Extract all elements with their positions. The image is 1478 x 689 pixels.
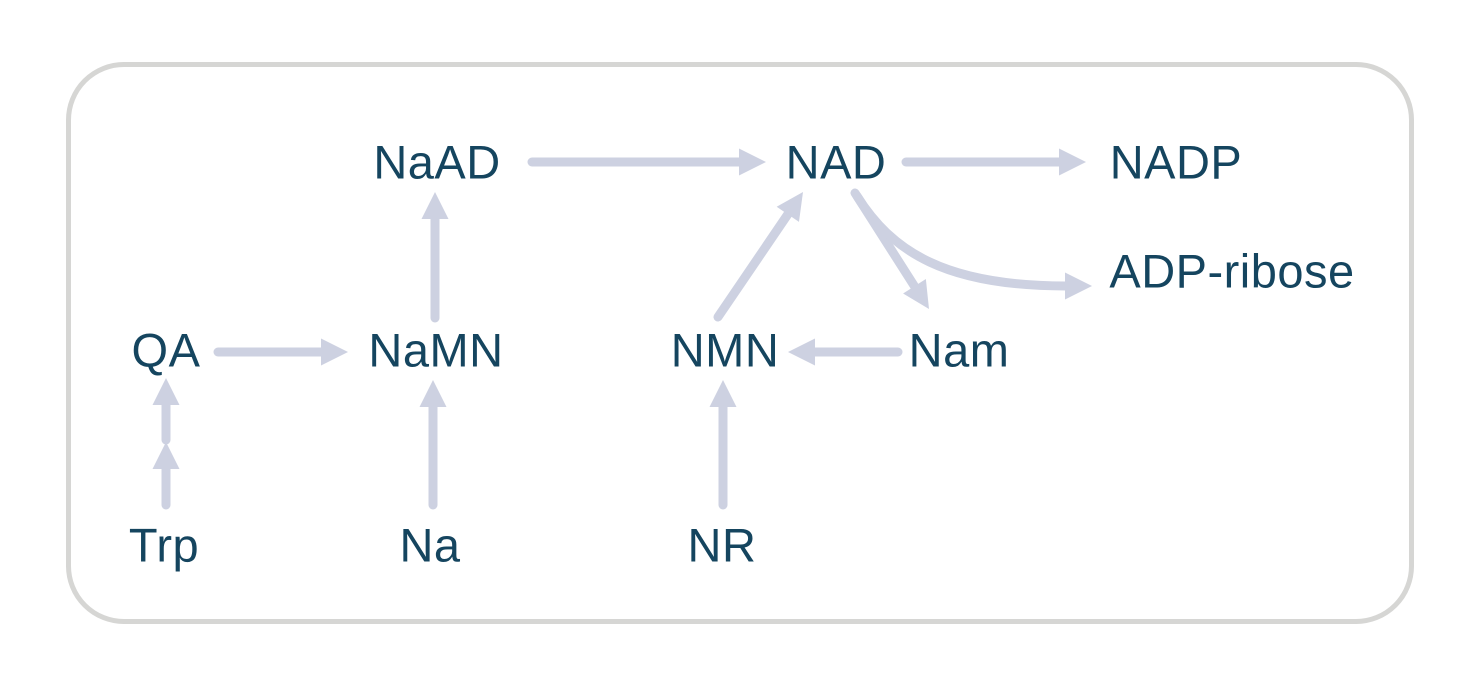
arrow-nad-to-nadp: [901, 148, 1086, 176]
node-label-nadp: NADP: [1109, 135, 1243, 189]
node-label-nad: NAD: [785, 135, 887, 189]
arrow-qa-to-namn: [213, 338, 348, 366]
node-label-na: Na: [399, 518, 461, 572]
node-label-trp: Trp: [128, 518, 200, 572]
node-label-namn: NaMN: [368, 323, 504, 377]
node-label-naad: NaAD: [373, 135, 501, 189]
arrow-nmn-to-nad: [713, 192, 803, 322]
node-label-adp-ribose: ADP-ribose: [1109, 244, 1355, 298]
node-label-nam: Nam: [908, 323, 1010, 377]
arrow-nam-to-nmn: [788, 338, 903, 366]
node-label-nmn: NMN: [670, 323, 780, 377]
arrow-naad-to-nad: [527, 148, 766, 176]
arrow-nr-to-nmn: [709, 380, 737, 510]
arrow-namn-to-naad: [421, 192, 449, 323]
node-label-qa: QA: [131, 323, 201, 377]
arrow-trp-to-qa-step-1: [152, 442, 180, 510]
arrow-trp-to-qa-step-2: [152, 378, 180, 445]
arrow-nad-to-adp-ribose: [852, 191, 1092, 300]
diagram-frame: [66, 62, 1414, 624]
node-label-nr: NR: [687, 518, 757, 572]
arrow-na-to-namn: [419, 380, 447, 510]
